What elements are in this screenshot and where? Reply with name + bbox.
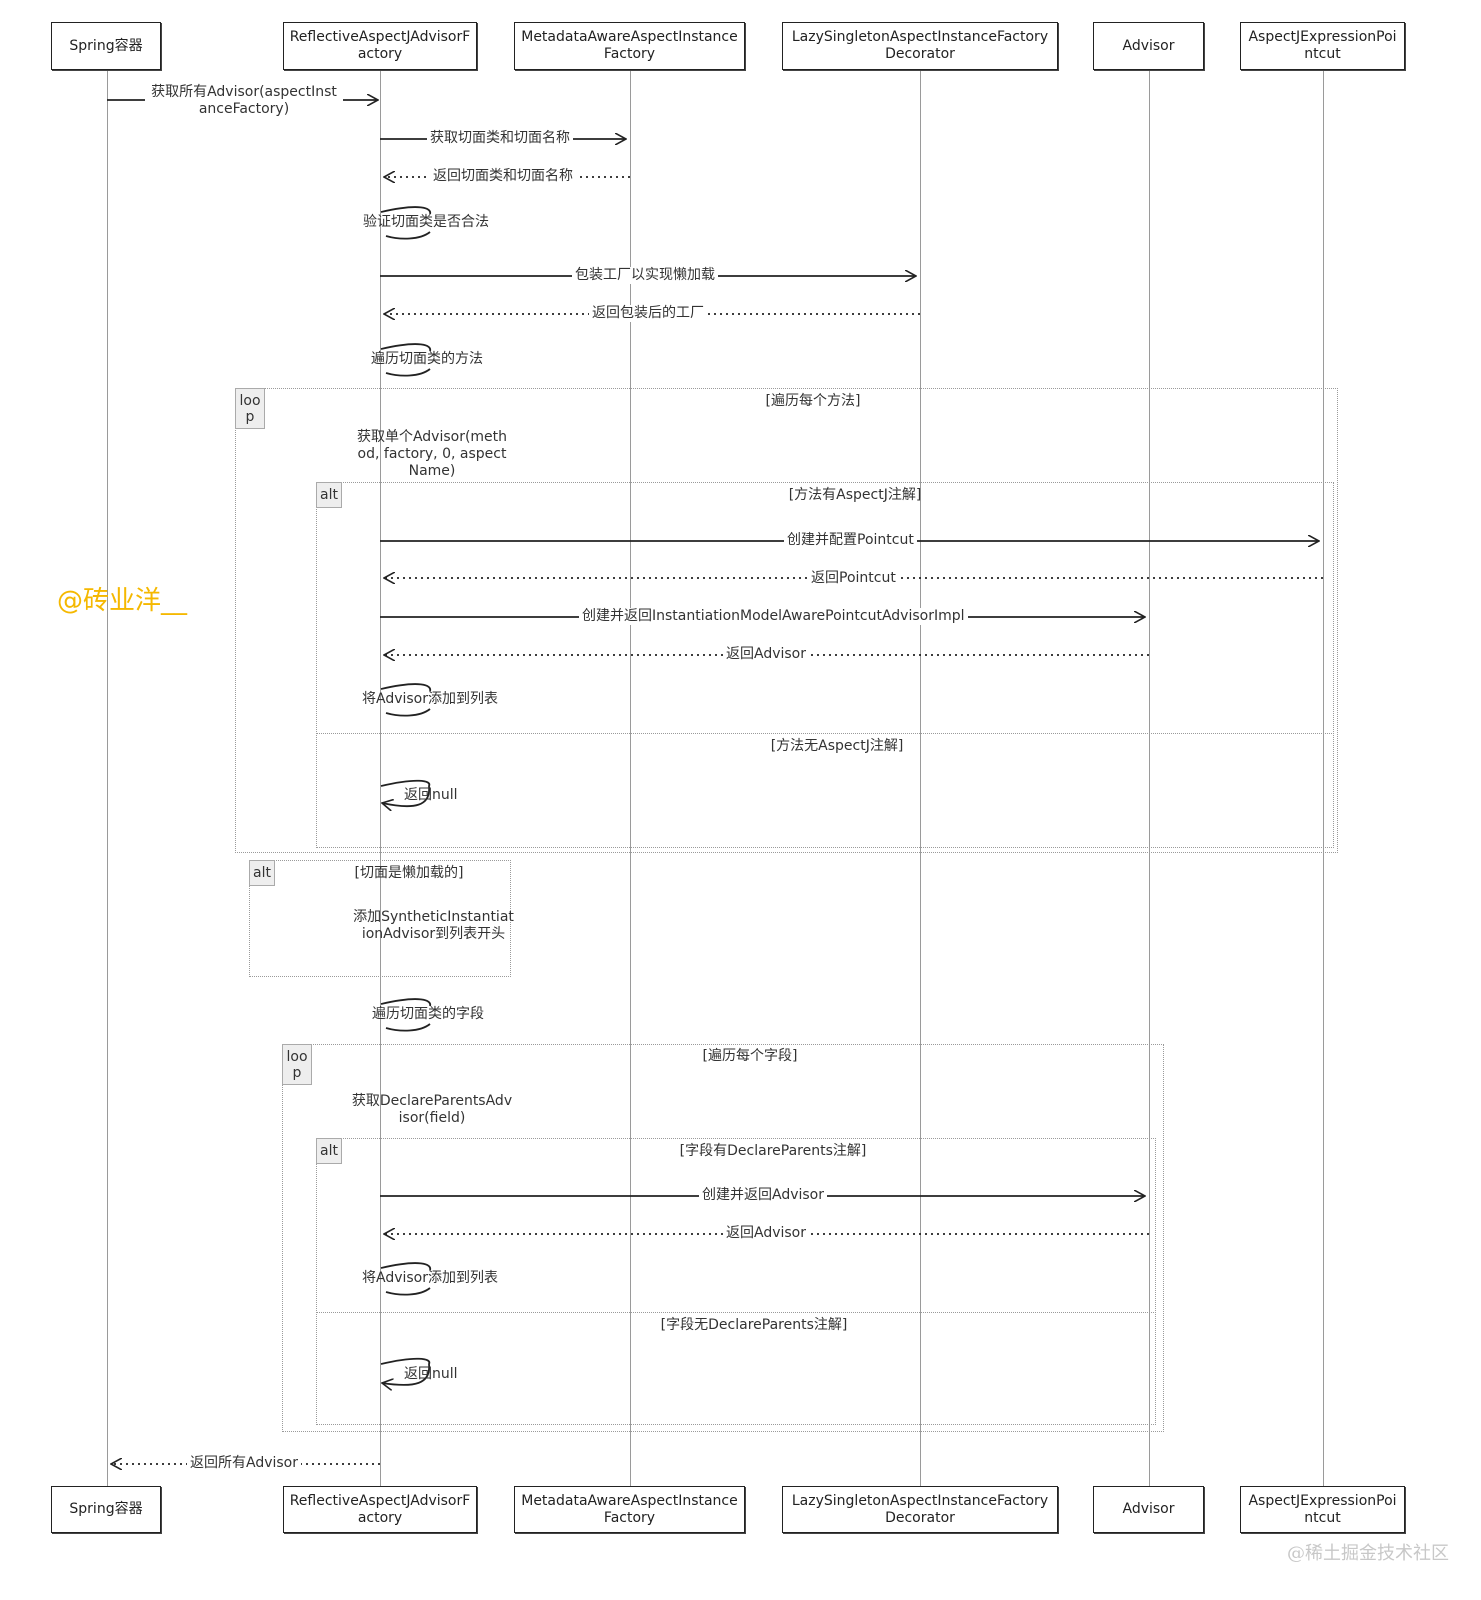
alt-frame-aspectj-guard1: [方法有AspectJ注解]	[788, 487, 922, 503]
participant-pointcut-top: AspectJExpressionPointcut	[1240, 22, 1405, 70]
lifeline-pointcut	[1323, 70, 1324, 1486]
participant-spring-bottom: Spring容器	[51, 1486, 161, 1533]
loop-frame-methods-guard: [遍历每个方法]	[765, 393, 861, 409]
participant-lazy-top: LazySingletonAspectInstanceFactoryDecora…	[782, 22, 1058, 70]
participant-metadata-bottom: MetadataAwareAspectInstanceFactory	[514, 1486, 745, 1533]
lifeline-metadata	[630, 70, 631, 1486]
self-arrow-validate	[380, 206, 431, 240]
participant-lazy-bottom: LazySingletonAspectInstanceFactoryDecora…	[782, 1486, 1058, 1533]
participant-advisor-bottom: Advisor	[1093, 1486, 1204, 1533]
self-arrow-iterate-fields	[380, 998, 431, 1032]
self-arrow-iterate-methods	[380, 343, 431, 377]
self-arrow-return-null-2	[381, 1357, 431, 1385]
alt-frame-lazy	[249, 860, 511, 977]
participant-spring-top: Spring容器	[51, 22, 161, 70]
label-return-advisor-1: 返回Advisor	[723, 646, 810, 663]
label-add-synthetic-advisor: 添加SyntheticInstantiationAdvisor到列表开头	[353, 909, 514, 942]
label-create-advisor-impl: 创建并返回InstantiationModelAwarePointcutAdvi…	[579, 608, 968, 625]
alt-frame-aspectj	[316, 482, 1334, 848]
participant-pointcut-bottom: AspectJExpressionPointcut	[1240, 1486, 1405, 1533]
label-return-null-2: 返回null	[404, 1366, 458, 1382]
label-return-all-advisors: 返回所有Advisor	[187, 1455, 302, 1472]
loop-frame-methods	[235, 388, 1338, 853]
label-iterate-fields: 遍历切面类的字段	[372, 1006, 484, 1022]
label-create-pointcut: 创建并配置Pointcut	[784, 532, 917, 549]
lifeline-advisor	[1149, 70, 1150, 1486]
participant-reflective-bottom: ReflectiveAspectJAdvisorFactory	[283, 1486, 477, 1533]
site-watermark: @稀土掘金技术社区	[1287, 1543, 1449, 1564]
label-get-aspect-class: 获取切面类和切面名称	[427, 130, 573, 147]
lifeline-reflective	[380, 70, 381, 1486]
loop-frame-fields-guard: [遍历每个字段]	[702, 1048, 798, 1064]
loop-frame-methods-tag: loop	[235, 388, 265, 429]
alt-frame-aspectj-tag: alt	[316, 482, 342, 508]
label-return-aspect-class: 返回切面类和切面名称	[430, 168, 576, 185]
self-arrow-add-advisor-1	[380, 683, 431, 717]
participant-advisor-top: Advisor	[1093, 22, 1204, 70]
alt-frame-declareparents-tag: alt	[316, 1138, 342, 1164]
alt-frame-declareparents	[316, 1138, 1156, 1425]
label-return-null-1: 返回null	[404, 787, 458, 803]
label-validate: 验证切面类是否合法	[363, 214, 489, 230]
label-return-pointcut: 返回Pointcut	[808, 570, 899, 587]
alt-frame-declareparents-guard1: [字段有DeclareParents注解]	[679, 1143, 867, 1159]
self-arrow-add-advisor-2	[380, 1262, 431, 1296]
alt-frame-declareparents-divider	[316, 1312, 1156, 1313]
alt-frame-declareparents-guard2: [字段无DeclareParents注解]	[660, 1317, 848, 1333]
label-get-single-advisor: 获取单个Advisor(method, factory, 0, aspectNa…	[356, 429, 508, 479]
label-create-advisor: 创建并返回Advisor	[699, 1187, 828, 1204]
label-return-wrapped-factory: 返回包装后的工厂	[589, 305, 707, 322]
alt-frame-lazy-guard: [切面是懒加载的]	[354, 865, 464, 881]
label-wrap-factory: 包装工厂以实现懒加载	[572, 267, 718, 284]
author-watermark: @砖业洋__	[57, 586, 188, 616]
label-iterate-methods: 遍历切面类的方法	[371, 351, 483, 367]
loop-frame-fields-tag: loop	[282, 1044, 312, 1085]
participant-metadata-top: MetadataAwareAspectInstanceFactory	[514, 22, 745, 70]
alt-frame-aspectj-guard2: [方法无AspectJ注解]	[770, 738, 904, 754]
label-get-declare-parents-advisor: 获取DeclareParentsAdvisor(field)	[351, 1093, 513, 1126]
participant-reflective-top: ReflectiveAspectJAdvisorFactory	[283, 22, 477, 70]
lifeline-lazy	[920, 70, 921, 1486]
lifeline-spring	[107, 70, 108, 1486]
label-get-all-advisors: 获取所有Advisor(aspectInstanceFactory)	[145, 84, 343, 118]
label-add-advisor-1: 将Advisor添加到列表	[362, 691, 499, 707]
self-arrow-return-null-1	[381, 779, 431, 806]
alt-frame-lazy-tag: alt	[249, 860, 275, 886]
label-return-advisor-2: 返回Advisor	[723, 1225, 810, 1242]
alt-frame-aspectj-divider	[316, 733, 1334, 734]
label-add-advisor-2: 将Advisor添加到列表	[362, 1270, 499, 1286]
loop-frame-fields	[282, 1044, 1164, 1432]
